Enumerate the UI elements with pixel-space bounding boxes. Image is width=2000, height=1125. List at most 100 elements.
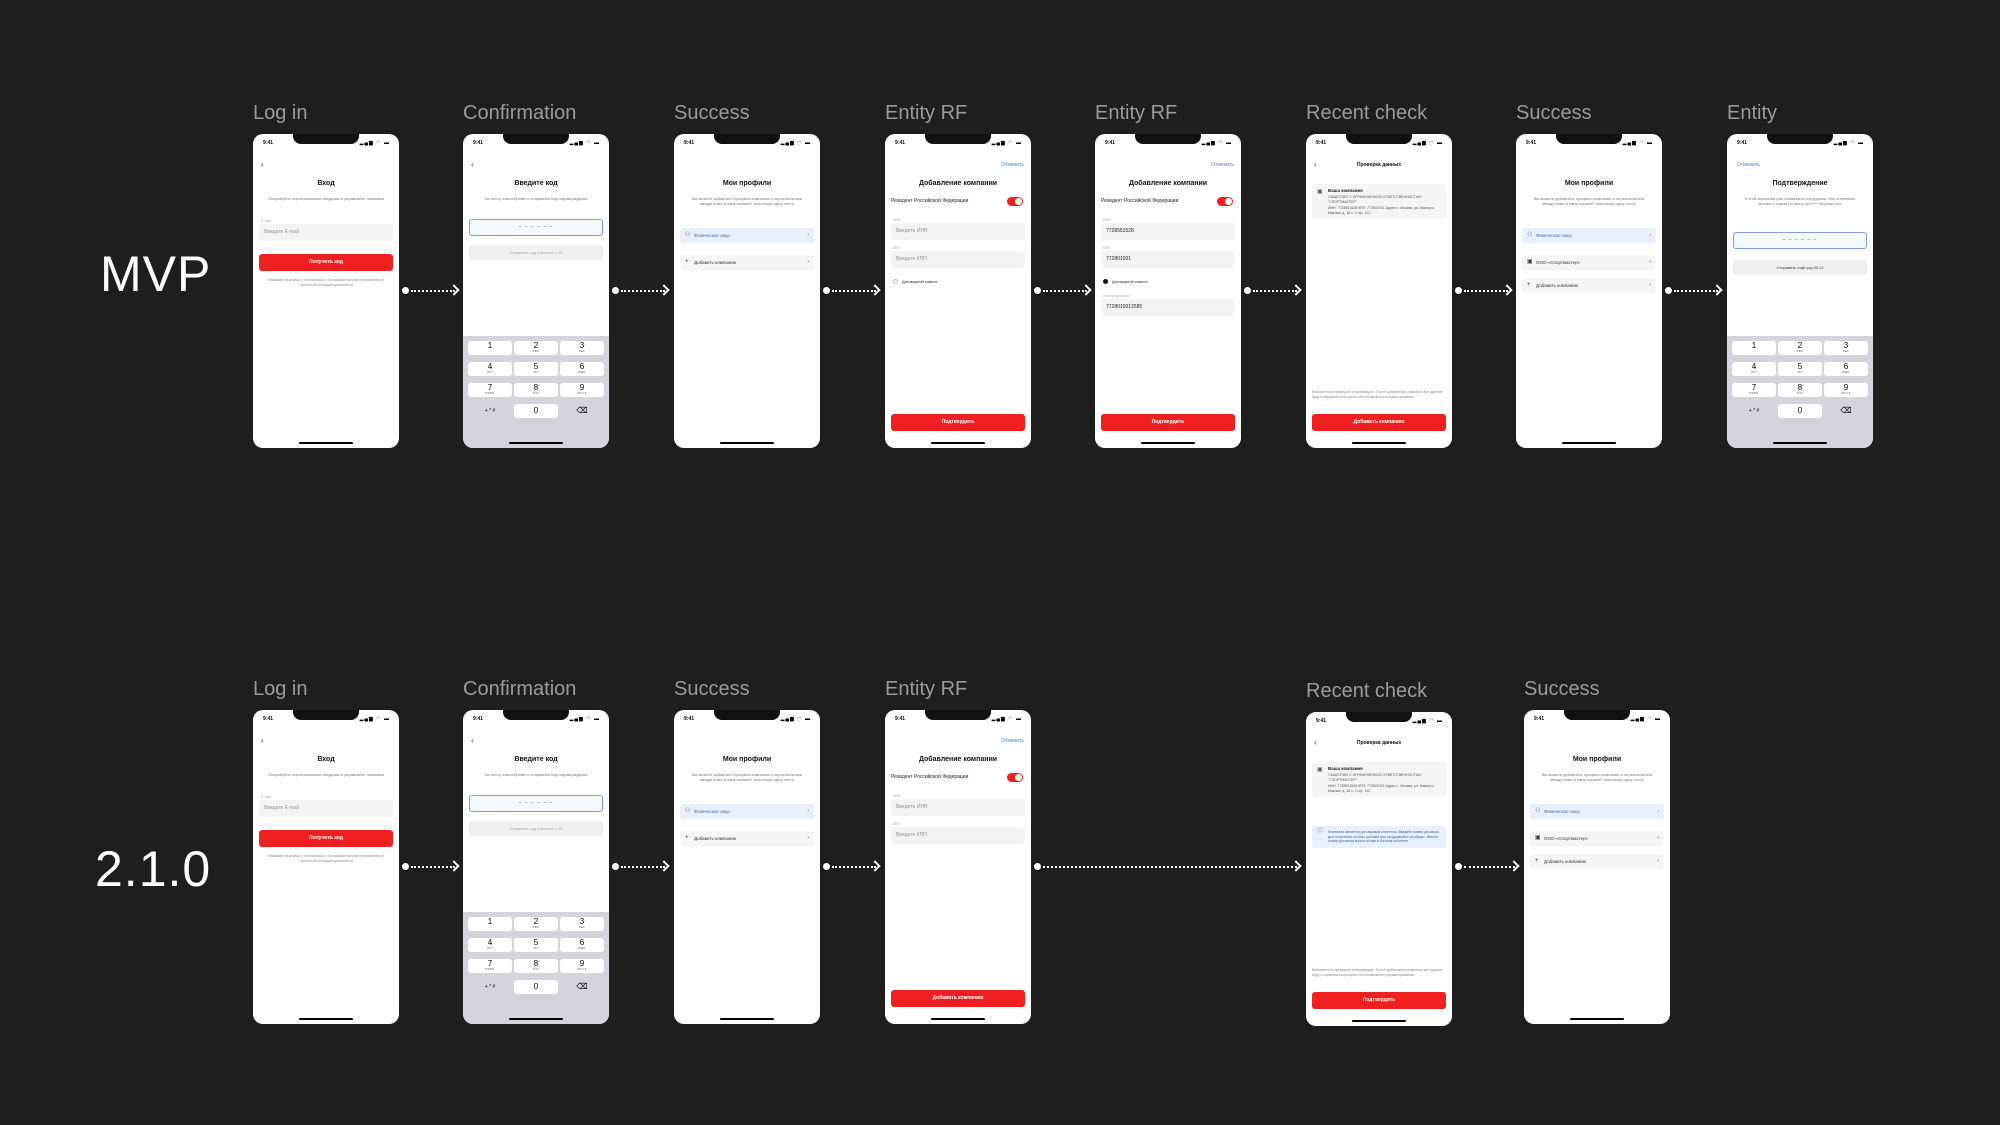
inn-field[interactable]: Введите ИНН xyxy=(891,223,1025,240)
key-special[interactable]: + * # xyxy=(484,984,496,990)
arrow-dot xyxy=(1455,863,1462,870)
back-icon[interactable]: ‹ xyxy=(1314,160,1317,169)
back-icon[interactable]: ‹ xyxy=(471,160,474,169)
terms-note: Нажимая на кнопку, я соглашаюсь с Пользо… xyxy=(268,278,384,287)
backspace-icon[interactable]: ⌫ xyxy=(576,982,588,991)
profile-label: ООО «Спортмастер» xyxy=(1536,260,1581,265)
profile-individual[interactable]: ⚇Физическое лицо› xyxy=(1530,804,1664,819)
back-icon[interactable]: ‹ xyxy=(261,160,264,169)
kpp-field[interactable]: Введите КПП xyxy=(891,251,1025,268)
confirm-button[interactable]: Подтвердить xyxy=(1312,992,1446,1009)
status-icons: ▂▄▆ ◠ ▬ xyxy=(991,716,1022,722)
cancel-link[interactable]: Отменить xyxy=(1001,738,1024,744)
get-code-button[interactable]: Получить код xyxy=(259,254,393,271)
status-time: 9:41 xyxy=(895,140,906,146)
add-company-button[interactable]: Добавить компанию xyxy=(891,990,1025,1007)
get-code-button[interactable]: Получить код xyxy=(259,830,393,847)
code-input[interactable]: – – – – – – xyxy=(469,219,603,236)
flow-arrow xyxy=(1455,284,1513,296)
status-time: 9:41 xyxy=(1737,140,1748,146)
cancel-link[interactable]: Отменить xyxy=(1001,162,1024,168)
contract-number-field[interactable]: 7728010012585 xyxy=(1101,299,1235,316)
profile-individual[interactable]: ⚇Физическое лицо› xyxy=(680,804,814,819)
cancel-link[interactable]: Отменить xyxy=(1211,162,1234,168)
resident-toggle[interactable] xyxy=(1007,197,1023,206)
kpp-field[interactable]: 772801001 xyxy=(1101,251,1235,268)
profile-company[interactable]: ▣ООО «Спортмастер»› xyxy=(1522,255,1656,270)
back-icon[interactable]: ‹ xyxy=(471,736,474,745)
contract-checkbox[interactable]: Договорной клиент xyxy=(893,279,938,285)
add-company-button[interactable]: +Добавить компанию› xyxy=(680,255,814,270)
key-1[interactable]: 1 xyxy=(1732,341,1776,355)
key-letters: DEF xyxy=(578,350,586,353)
profile-individual[interactable]: ⚇Физическое лицо› xyxy=(680,228,814,243)
screen-label: Success xyxy=(674,102,750,124)
key-0[interactable]: 0 xyxy=(514,404,558,418)
resend-code-button[interactable]: Отправить код повторно 2:59 xyxy=(469,245,603,260)
inn-field[interactable]: 7728551528 xyxy=(1101,223,1235,240)
confirm-button[interactable]: Подтвердить xyxy=(1101,414,1235,431)
back-link[interactable]: Отменить xyxy=(1737,162,1760,168)
email-field[interactable]: Введите E-mail xyxy=(259,224,393,241)
status-time: 9:41 xyxy=(1316,140,1327,146)
flow-arrow xyxy=(823,284,881,296)
key-1[interactable]: 1 xyxy=(468,341,512,355)
kpp-field[interactable]: Введите КПП xyxy=(891,827,1025,844)
confirm-button[interactable]: Подтвердить xyxy=(891,414,1025,431)
key-0[interactable]: 0 xyxy=(1778,404,1822,418)
key-letters: JKL xyxy=(533,947,539,950)
add-company-button[interactable]: +Добавить компанию› xyxy=(680,831,814,846)
backspace-icon[interactable]: ⌫ xyxy=(1840,406,1852,415)
page-title: Мои профили xyxy=(722,180,772,187)
key-special[interactable]: + * # xyxy=(1748,408,1760,414)
key-0[interactable]: 0 xyxy=(514,980,558,994)
profile-individual[interactable]: ⚇Физическое лицо› xyxy=(1522,228,1656,243)
add-company-button[interactable]: Добавить компанию xyxy=(1312,414,1446,431)
add-company-button[interactable]: +Добавить компанию› xyxy=(1530,854,1664,869)
add-company-button[interactable]: +Добавить компанию› xyxy=(1522,278,1656,293)
contract-checkbox[interactable]: Договорной клиент xyxy=(1103,279,1148,285)
back-icon[interactable]: ‹ xyxy=(1314,738,1317,747)
code-input[interactable]: – – – – – – xyxy=(469,795,603,812)
status-time: 9:41 xyxy=(684,716,695,722)
screen-label: Success xyxy=(1516,102,1592,124)
code-input[interactable]: – – – – – – xyxy=(1733,232,1867,249)
back-icon[interactable]: ‹ xyxy=(261,736,264,745)
status-icons: ▂▄▆ ◠ ▬ xyxy=(359,716,390,722)
key-special[interactable]: + * # xyxy=(484,408,496,414)
email-field[interactable]: Введите E-mail xyxy=(259,800,393,817)
inn-field[interactable]: Введите ИНН xyxy=(891,799,1025,816)
resend-code-button[interactable]: Отправить ещё код 00:12 xyxy=(1733,260,1867,275)
resend-code-button[interactable]: Отправить код повторно 2:59 xyxy=(469,821,603,836)
resident-toggle[interactable] xyxy=(1217,197,1233,206)
key-1[interactable]: 1 xyxy=(468,917,512,931)
backspace-icon[interactable]: ⌫ xyxy=(576,406,588,415)
key-letters: GHI xyxy=(487,947,493,950)
resident-toggle[interactable] xyxy=(1007,773,1023,782)
profile-company[interactable]: ▣ООО «Спортмастер»› xyxy=(1530,831,1664,846)
